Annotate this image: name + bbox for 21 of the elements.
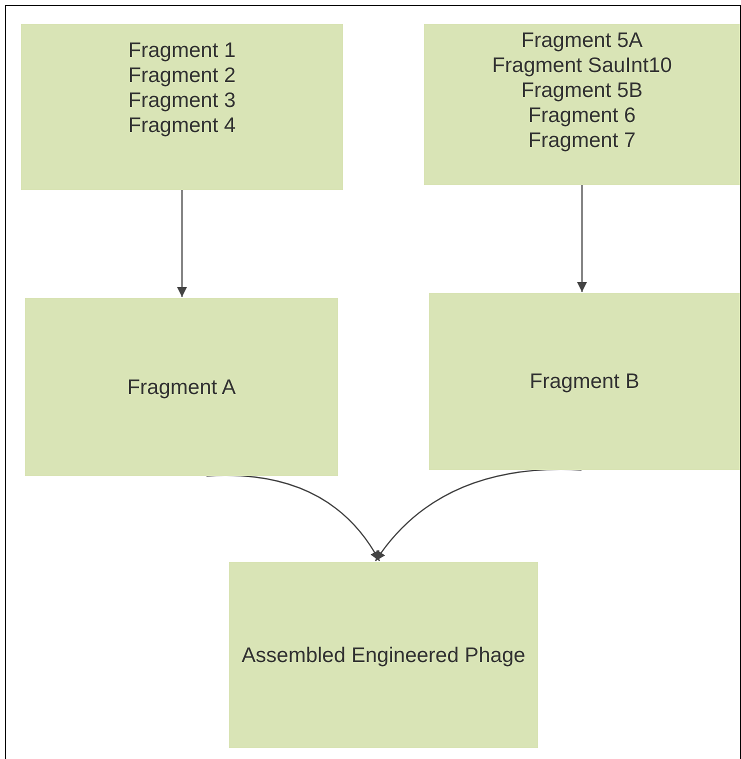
box-text: Fragment 7 bbox=[528, 128, 636, 153]
process-box bbox=[229, 562, 538, 748]
arrow bbox=[177, 190, 187, 297]
box-text: Fragment 5A bbox=[521, 28, 643, 53]
box-text: Fragment SauInt10 bbox=[492, 53, 672, 78]
box-text: Fragment 1 bbox=[128, 38, 236, 63]
arrow bbox=[577, 185, 587, 292]
box-text: Fragment 2 bbox=[128, 63, 236, 88]
box-text: Fragment B bbox=[530, 369, 640, 394]
box-text: Fragment 5B bbox=[521, 78, 643, 103]
arrow bbox=[206, 474, 380, 562]
box-text: Assembled Engineered Phage bbox=[242, 642, 526, 668]
process-box bbox=[424, 24, 740, 185]
box-text: Fragment 6 bbox=[528, 103, 636, 128]
box-text: Fragment 4 bbox=[128, 113, 236, 138]
box-text: Fragment A bbox=[127, 374, 236, 400]
box-text: Fragment 3 bbox=[128, 88, 236, 113]
process-box bbox=[25, 298, 338, 476]
process-box bbox=[429, 293, 740, 470]
arrow bbox=[374, 468, 582, 562]
process-box bbox=[21, 24, 343, 190]
